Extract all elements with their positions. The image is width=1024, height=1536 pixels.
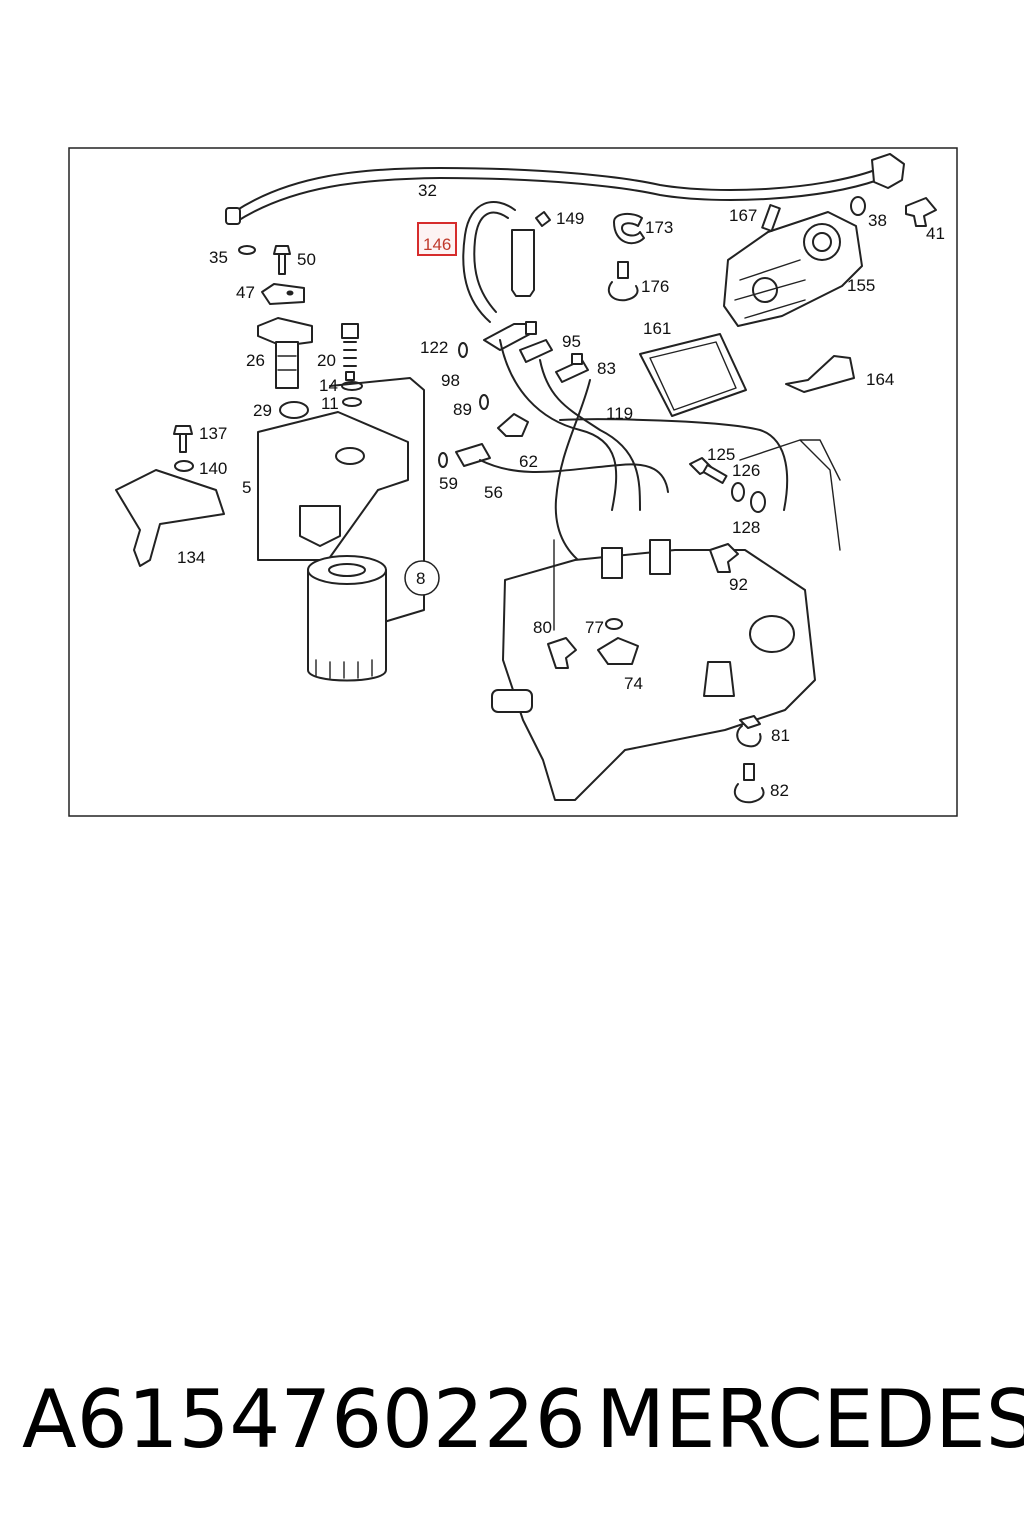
clip-41 xyxy=(905,197,937,227)
brand-name: MERCEDES xyxy=(596,1373,1024,1466)
seal-11 xyxy=(342,397,362,407)
seal-126 xyxy=(731,482,745,502)
connector-95 xyxy=(519,339,553,363)
callout-74: 74 xyxy=(624,674,643,693)
callout-77: 77 xyxy=(585,618,604,637)
washer-140 xyxy=(174,460,194,472)
clamp-173 xyxy=(613,212,645,245)
bracket-134 xyxy=(115,469,225,567)
callout-81: 81 xyxy=(771,726,790,745)
callout-146[interactable]: 146 xyxy=(423,235,451,254)
seal-128 xyxy=(750,491,766,513)
callout-176: 176 xyxy=(641,277,669,296)
callout-83: 83 xyxy=(597,359,616,378)
callout-89: 89 xyxy=(453,400,472,419)
callout-95: 95 xyxy=(562,332,581,351)
callout-80: 80 xyxy=(533,618,552,637)
valve-149 xyxy=(511,211,551,297)
o-ring-59 xyxy=(438,452,448,468)
banjo-bolt-125 xyxy=(689,457,728,484)
clamp-81 xyxy=(736,715,762,748)
o-ring-98 xyxy=(458,342,468,358)
callout-62: 62 xyxy=(519,452,538,471)
gasket-161 xyxy=(639,333,747,417)
callout-47: 47 xyxy=(236,283,255,302)
callout-26: 26 xyxy=(246,351,265,370)
callout-122: 122 xyxy=(420,338,448,357)
filter-housing-5 xyxy=(257,377,425,623)
callout-32: 32 xyxy=(418,181,437,200)
parts-diagram: 32 146 149 173 167 38 41 35 50 47 176 15… xyxy=(68,147,958,817)
connector-122 xyxy=(483,321,537,351)
callout-56: 56 xyxy=(484,483,503,502)
bolt-50 xyxy=(273,245,291,275)
callout-155: 155 xyxy=(847,276,875,295)
callout-98: 98 xyxy=(441,371,460,390)
o-ring-29 xyxy=(279,401,309,419)
pump-assembly-155 xyxy=(723,204,863,327)
seal-77 xyxy=(605,618,623,630)
diagram-frame xyxy=(68,147,958,817)
callout-50: 50 xyxy=(297,250,316,269)
callout-128: 128 xyxy=(732,518,760,537)
callout-92: 92 xyxy=(729,575,748,594)
o-ring-89 xyxy=(479,394,489,410)
valve-26 xyxy=(257,317,313,389)
injection-pump-body xyxy=(491,439,841,801)
callout-126: 126 xyxy=(732,461,760,480)
callout-167: 167 xyxy=(729,206,757,225)
callout-8: 8 xyxy=(416,569,425,588)
callout-41: 41 xyxy=(926,224,945,243)
callout-137: 137 xyxy=(199,424,227,443)
bolt-20 xyxy=(341,323,359,381)
part-number: A6154760226 xyxy=(22,1373,586,1466)
bolt-137 xyxy=(173,425,193,453)
callout-59: 59 xyxy=(439,474,458,493)
callout-173: 173 xyxy=(645,218,673,237)
part-caption: A6154760226 MERCEDES xyxy=(0,1365,1024,1475)
callout-125: 125 xyxy=(707,445,735,464)
callout-35: 35 xyxy=(209,248,228,267)
clamp-176 xyxy=(607,261,639,302)
gasket-47 xyxy=(261,283,305,305)
highlight-box-146 xyxy=(417,222,457,256)
fitting-62 xyxy=(497,413,529,437)
callout-38: 38 xyxy=(868,211,887,230)
callout-149: 149 xyxy=(556,209,584,228)
callout-20: 20 xyxy=(317,351,336,370)
fitting-74 xyxy=(597,637,639,665)
callout-134: 134 xyxy=(177,548,205,567)
callout-119: 119 xyxy=(606,404,633,423)
callout-140: 140 xyxy=(199,459,227,478)
seal-35 xyxy=(238,245,256,255)
fuel-filter-8 xyxy=(307,555,440,682)
callout-14: 14 xyxy=(319,376,338,395)
callout-164: 164 xyxy=(866,370,894,389)
callout-161: 161 xyxy=(643,319,671,338)
clip-92 xyxy=(709,543,739,573)
hose-146 xyxy=(462,201,516,323)
callout-11: 11 xyxy=(321,394,339,413)
clip-80 xyxy=(547,637,577,669)
connector-83 xyxy=(555,353,589,383)
callout-29: 29 xyxy=(253,401,272,420)
bracket-164 xyxy=(785,355,855,393)
callout-5: 5 xyxy=(242,478,251,497)
clamp-82 xyxy=(733,763,765,804)
callout-labels: 32 146 149 173 167 38 41 35 50 47 176 15… xyxy=(177,181,945,800)
seal-38 xyxy=(850,196,866,216)
callout-82: 82 xyxy=(770,781,789,800)
fuel-line-32 xyxy=(225,153,905,225)
